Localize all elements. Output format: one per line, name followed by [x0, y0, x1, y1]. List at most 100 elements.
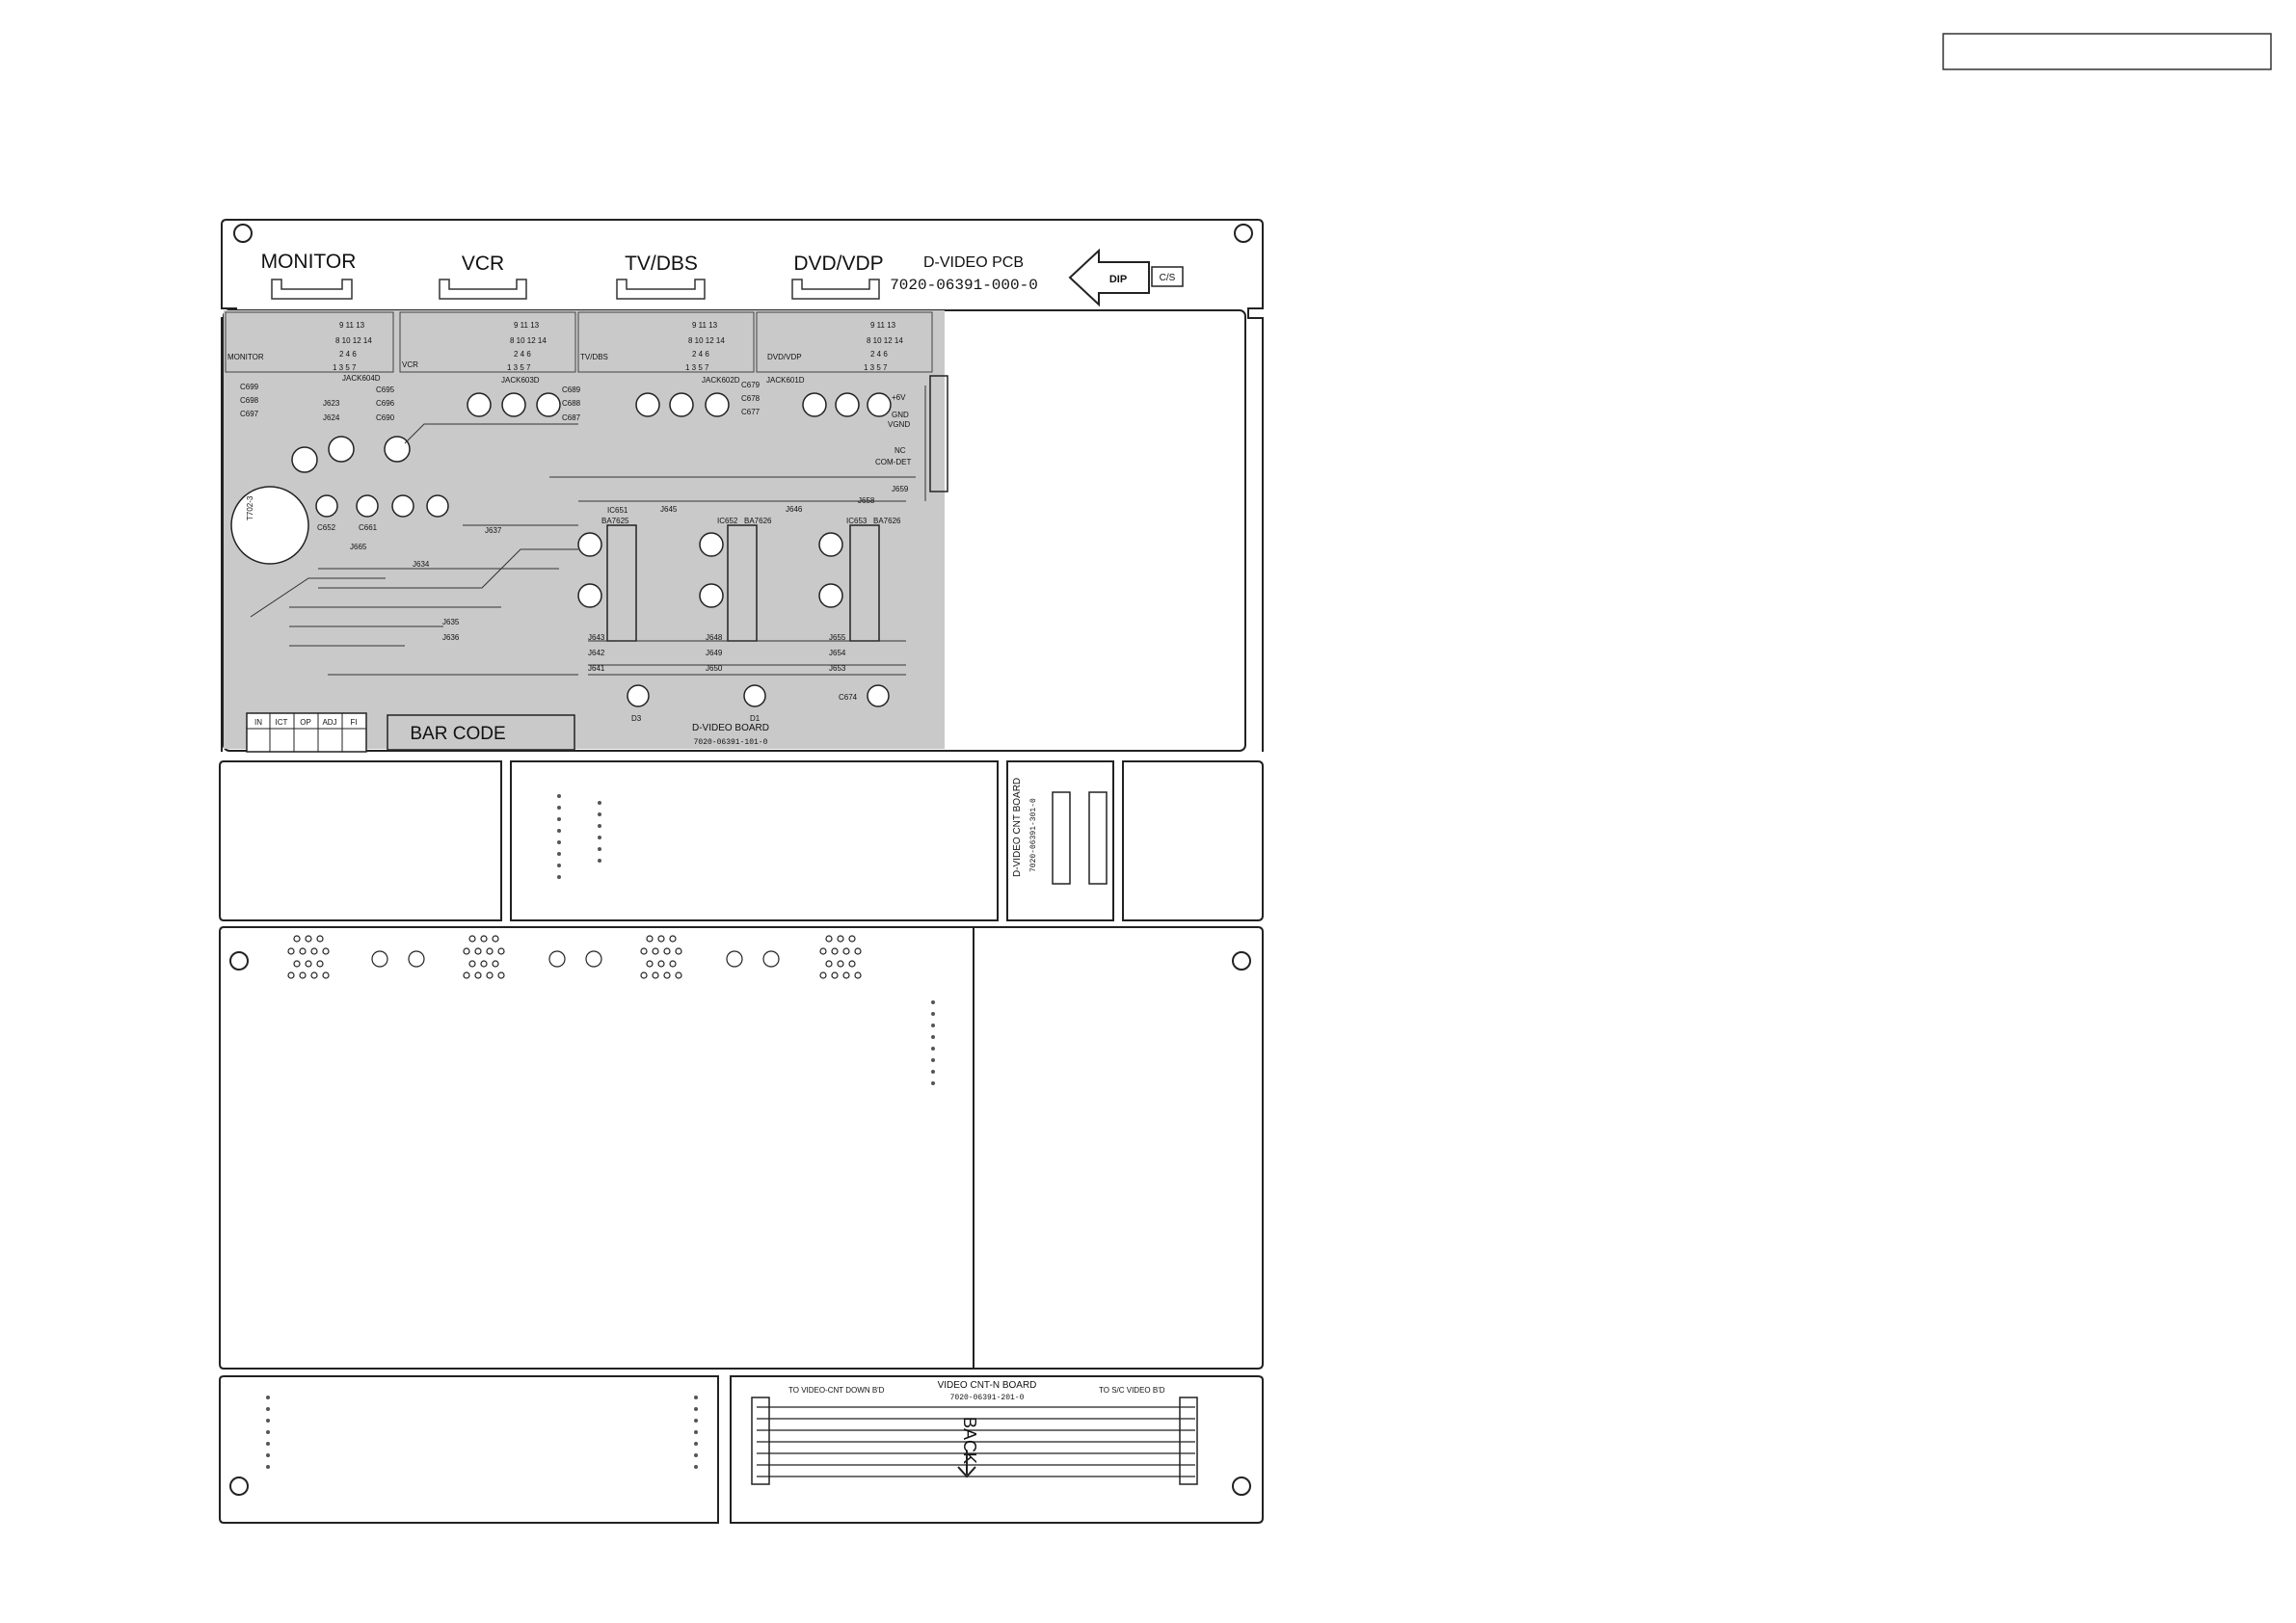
pcb-title: D-VIDEO PCB	[923, 254, 1024, 271]
pin-row-label: 8 10 12 14	[688, 336, 725, 345]
cap-label: C688	[562, 399, 581, 408]
pin-row-label: 8 10 12 14	[867, 336, 903, 345]
cap-label: C661	[359, 523, 378, 532]
jumper-label: J653	[829, 664, 846, 673]
electrolytic-cap	[669, 392, 694, 417]
diode-label: D3	[631, 714, 642, 723]
qc-cell: IN	[254, 718, 262, 727]
electrolytic-cap	[391, 494, 414, 518]
bar-code-box	[387, 714, 575, 751]
pin-row-label: 9 11 13	[870, 321, 896, 330]
mount-hole	[585, 950, 602, 968]
electrolytic-cap	[699, 583, 724, 608]
pin-row-label: 9 11 13	[692, 321, 718, 330]
electrolytic-cap	[577, 583, 602, 608]
hole-cluster	[463, 935, 505, 979]
power-label: +6V	[892, 393, 906, 402]
connector-monitor-label: MONITOR	[261, 251, 357, 273]
jack-ref-labels: JACK604D JACK603D JACK602D JACK601D	[342, 374, 805, 385]
jumper-label: J624	[323, 413, 340, 422]
lower-board-outline	[219, 926, 1264, 1370]
top-right-label-box	[1942, 33, 2272, 70]
jumper-label: J648	[706, 633, 723, 642]
jack-blocks	[225, 311, 933, 373]
jack-tag: DVD/VDP	[767, 353, 802, 361]
electrolytic-cap	[699, 532, 724, 557]
connector-vcr-label: VCR	[462, 253, 504, 275]
electrolytic-cap	[705, 392, 730, 417]
ic-ref: IC652	[717, 517, 738, 525]
electrolytic-caps	[291, 392, 892, 707]
cap-label: C696	[376, 399, 395, 408]
jumper-label: J637	[485, 526, 502, 535]
pin-row-label: 1 3 5 7	[507, 363, 531, 372]
electrolytic-cap	[356, 494, 379, 518]
mount-hole	[548, 950, 566, 968]
cntn-board-name: VIDEO CNT-N BOARD	[938, 1380, 1037, 1391]
cap-label: C652	[317, 523, 336, 532]
pin-row-label: 8 10 12 14	[335, 336, 372, 345]
electrolytic-cap	[867, 684, 890, 707]
electrolytic-cap	[291, 446, 318, 473]
mounting-hole	[229, 951, 249, 971]
scart-connector-tvdbs	[616, 279, 706, 300]
electrolytic-cap	[818, 583, 843, 608]
electrolytic-cap	[426, 494, 449, 518]
back-arrow-icon	[957, 1450, 976, 1478]
middle-left-board	[219, 760, 502, 921]
pin-row-label: 2 4 6	[692, 350, 709, 359]
cap-label: C695	[376, 386, 395, 394]
connector-dvdvdp-label: DVD/VDP	[793, 253, 883, 275]
electrolytic-cap	[835, 392, 860, 417]
cntn-bus-lines	[757, 1406, 1195, 1477]
jumper-label: J643	[588, 633, 605, 642]
jack-tag: TV/DBS	[580, 353, 608, 361]
electrolytic-cap	[627, 684, 650, 707]
mount-hole	[408, 950, 425, 968]
jumper-label: J655	[829, 633, 846, 642]
jumper-label: J636	[442, 633, 460, 642]
electrolytic-cap	[315, 494, 338, 518]
large-component	[230, 486, 309, 565]
pad-row-1	[557, 794, 561, 879]
power-label: COM-DET	[875, 458, 911, 466]
qc-cell: OP	[300, 718, 311, 727]
ic-part: BA7626	[744, 517, 772, 525]
hole-clusters	[287, 935, 862, 979]
capacitor-labels: C699 C698 C697 C695 C696 C690 C689 C688 …	[240, 381, 761, 422]
qc-cell: ICT	[276, 718, 288, 727]
jumper-label: J665	[350, 543, 367, 551]
jack-block-monitor	[225, 311, 394, 373]
hole-cluster	[819, 935, 862, 979]
pcb-number: 7020-06391-000-0	[890, 277, 1038, 294]
power-labels: +6V GND VGND NC COM-DET	[875, 393, 911, 466]
jumper-label: J641	[588, 664, 605, 673]
cntn-board-number: 7020-06391-201-0	[950, 1394, 1025, 1402]
cntn-connector-left	[751, 1397, 770, 1485]
electrolytic-cap	[384, 436, 411, 463]
pin-row-label: 1 3 5 7	[333, 363, 357, 372]
electrolytic-cap	[467, 392, 492, 417]
cap-label: C689	[562, 386, 581, 394]
dip-arrow-label: DIP	[1109, 274, 1127, 285]
ic-labels: IC651 BA7625 IC652 BA7626 IC653 BA7626	[601, 506, 901, 525]
middle-center-board	[510, 760, 999, 921]
jumper-labels: J623 J624 J637 J645 J646 J658 J659 J665 …	[323, 399, 909, 673]
right-connector	[929, 375, 948, 492]
pad-row-3	[931, 1000, 935, 1085]
scart-connector-vcr	[439, 279, 527, 300]
jack-ref: JACK602D	[702, 376, 740, 385]
jumper-label: J659	[892, 485, 909, 493]
cap-label: C678	[741, 394, 761, 403]
dvideo-board-name: D-VIDEO BOARD	[692, 723, 769, 733]
large-component-label: T702-3	[246, 495, 254, 520]
electrolytic-cap	[818, 532, 843, 557]
bar-code-label: BAR CODE	[410, 724, 505, 744]
jack-ref: JACK604D	[342, 374, 381, 383]
cnt-board-number: 7020-06391-301-0	[1029, 798, 1038, 872]
power-label: VGND	[888, 420, 910, 429]
cap-label: C697	[240, 410, 259, 418]
cap-label: C698	[240, 396, 259, 405]
cap-label: C677	[741, 408, 761, 416]
